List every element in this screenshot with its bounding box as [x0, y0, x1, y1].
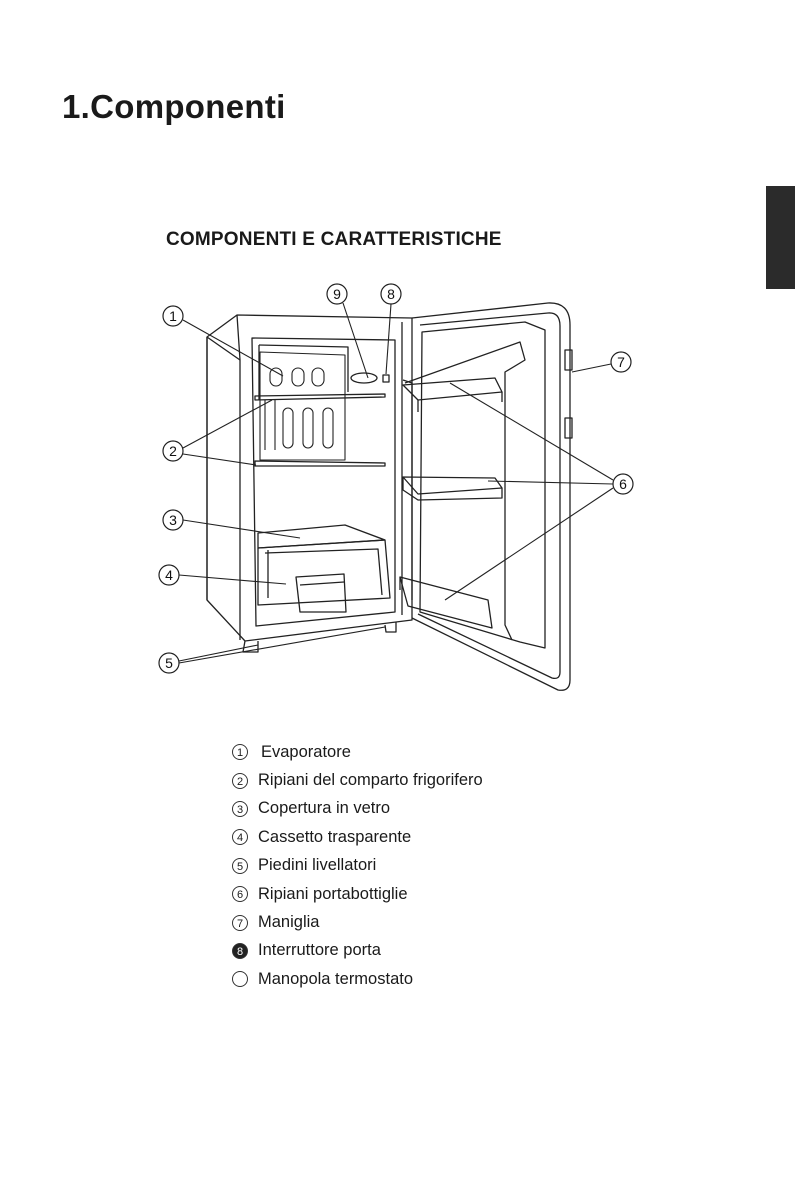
callouts [159, 284, 633, 673]
legend-number: 1 [232, 744, 248, 760]
legend-item: 6 Ripiani portabottiglie [232, 880, 483, 908]
legend-number: 4 [232, 829, 248, 845]
legend-label: Maniglia [258, 913, 319, 932]
bottle-racks [400, 378, 502, 628]
legend-item: 4 Cassetto trasparente [232, 823, 483, 851]
legend-number: 7 [232, 915, 248, 931]
callout-label: 7 [617, 354, 625, 370]
legend-number: 2 [232, 773, 248, 789]
evaporator [260, 352, 345, 460]
callout-label: 2 [169, 443, 177, 459]
glass-cover-and-drawer [258, 525, 390, 612]
callout-label: 1 [169, 308, 177, 324]
leader-lines [179, 303, 613, 663]
door-switch [383, 375, 389, 382]
legend-number: 5 [232, 858, 248, 874]
cabinet [207, 315, 412, 652]
legend-item: 5 Piedini livellatori [232, 852, 483, 880]
legend-label: Interruttore porta [258, 941, 381, 960]
legend-label: Piedini livellatori [258, 856, 376, 875]
thermostat-knob [351, 373, 377, 383]
callout-label: 9 [333, 286, 341, 302]
legend-label: Manopola termostato [258, 970, 413, 989]
callout-label: 8 [387, 286, 395, 302]
component-legend: 1 Evaporatore 2 Ripiani del comparto frigo… [232, 738, 483, 994]
legend-label: Copertura in vetro [258, 799, 390, 818]
legend-item: 7 Maniglia [232, 908, 483, 936]
door [403, 303, 572, 690]
legend-item: 8 Interruttore porta [232, 937, 483, 965]
legend-label: Cassetto trasparente [258, 828, 411, 847]
callout-label: 4 [165, 567, 173, 583]
legend-label: Ripiani del comparto frigorifero [258, 771, 483, 790]
callout-label: 6 [619, 476, 627, 492]
legend-label: Ripiani portabottiglie [258, 885, 408, 904]
legend-item: 1 Evaporatore [232, 738, 483, 766]
legend-number [232, 971, 248, 987]
callout-label: 5 [165, 655, 173, 671]
legend-item: Manopola termostato [232, 965, 483, 993]
legend-item: 2 Ripiani del comparto frigorifero [232, 766, 483, 794]
legend-number: 8 [232, 943, 248, 959]
callout-label: 3 [169, 512, 177, 528]
legend-item: 3 Copertura in vetro [232, 795, 483, 823]
legend-number: 6 [232, 886, 248, 902]
legend-label: Evaporatore [261, 743, 351, 762]
legend-number: 3 [232, 801, 248, 817]
fridge-diagram: 1 2 3 4 5 6 7 8 9 [0, 0, 795, 700]
